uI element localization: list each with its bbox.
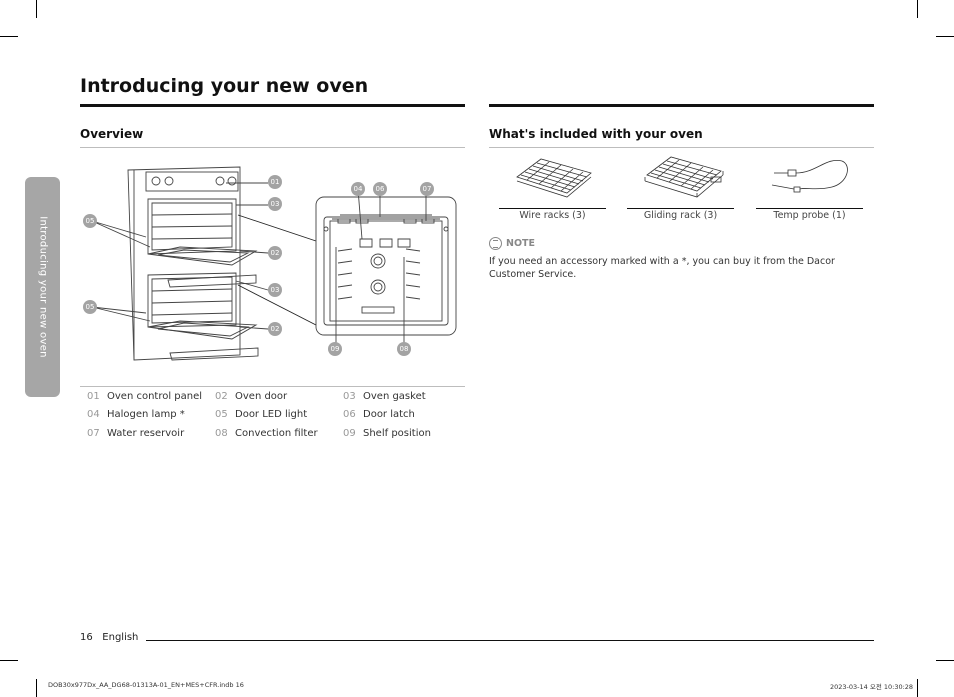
part-label: Halogen lamp * bbox=[107, 409, 185, 421]
part-label: Convection filter bbox=[235, 427, 318, 439]
callout-04 bbox=[351, 182, 365, 196]
side-tab-label: Introducing your new oven bbox=[37, 216, 48, 358]
accessory-rule bbox=[499, 208, 606, 209]
accessory-rule bbox=[627, 208, 734, 209]
note-icon bbox=[489, 237, 502, 250]
callout-label: 03 bbox=[271, 286, 280, 294]
chapter-side-tab[interactable]: Introducing your new oven bbox=[25, 177, 60, 397]
callout-label: 03 bbox=[271, 200, 280, 208]
temp-probe-icon bbox=[771, 159, 848, 193]
part-number: 01 bbox=[87, 390, 100, 402]
footer-language: English bbox=[102, 632, 139, 643]
callout-07 bbox=[420, 182, 434, 196]
part-label: Oven door bbox=[235, 390, 288, 402]
crop-mark bbox=[936, 36, 954, 37]
wire-rack-icon bbox=[516, 158, 592, 198]
part-number: 06 bbox=[343, 409, 356, 421]
part-number: 05 bbox=[215, 409, 228, 421]
callout-label: 01 bbox=[271, 178, 280, 186]
crop-mark bbox=[0, 36, 18, 37]
crop-mark bbox=[36, 0, 37, 18]
overview-heading: Overview bbox=[80, 127, 144, 141]
crop-mark bbox=[0, 660, 18, 661]
gliding-rack-label: Gliding rack (3) bbox=[643, 210, 718, 221]
parts-legend: 01 Oven control panel 02 Oven door 03 Oven … bbox=[80, 386, 465, 443]
included-heading: What's included with your oven bbox=[489, 127, 703, 141]
callout-label: 09 bbox=[331, 345, 340, 353]
callout-label: 06 bbox=[376, 185, 385, 193]
callout-05 bbox=[83, 300, 97, 314]
page-footer: 16 English bbox=[80, 632, 138, 643]
part-label: Oven gasket bbox=[363, 390, 426, 402]
wire-racks-label: Wire racks (3) bbox=[519, 210, 586, 221]
accessory-rule bbox=[756, 208, 863, 209]
legend-row: 07 Water reservoir 08 Convection filter 09… bbox=[80, 424, 465, 443]
title-rule-left bbox=[80, 104, 465, 107]
crop-mark bbox=[36, 679, 37, 697]
part-label: Water reservoir bbox=[107, 427, 185, 439]
gliding-rack-icon bbox=[644, 156, 724, 198]
callout-01 bbox=[268, 175, 282, 189]
part-label: Oven control panel bbox=[107, 390, 203, 402]
callout-05 bbox=[83, 214, 97, 228]
page-title: Introducing your new oven bbox=[80, 75, 369, 97]
part-label: Door LED light bbox=[235, 409, 308, 421]
callout-09 bbox=[328, 342, 342, 356]
part-number: 03 bbox=[343, 390, 356, 402]
callout-label: 05 bbox=[86, 303, 95, 311]
callout-03 bbox=[268, 197, 282, 211]
part-label: Shelf position bbox=[363, 427, 431, 439]
footer-rule bbox=[146, 640, 874, 641]
callout-label: 08 bbox=[400, 345, 409, 353]
callout-label: 04 bbox=[354, 185, 363, 193]
callout-label: 05 bbox=[86, 217, 95, 225]
callout-02 bbox=[268, 246, 282, 260]
callout-02 bbox=[268, 322, 282, 336]
part-label: Door latch bbox=[363, 409, 415, 421]
included-rule bbox=[489, 147, 874, 148]
oven-diagram: 01 03 02 03 02 05 05 04 06 07 09 08 bbox=[83, 166, 457, 361]
overview-rule bbox=[80, 147, 465, 148]
callout-03 bbox=[268, 283, 282, 297]
legend-row: 04 Halogen lamp * 05 Door LED light 06 Door… bbox=[80, 406, 465, 425]
note-heading: NOTE bbox=[489, 237, 535, 250]
title-rule-right bbox=[489, 104, 874, 107]
callout-08 bbox=[397, 342, 411, 356]
part-number: 09 bbox=[343, 427, 356, 439]
part-number: 08 bbox=[215, 427, 228, 439]
temp-probe-label: Temp probe (1) bbox=[773, 210, 846, 221]
note-text: If you need an accessory marked with a *… bbox=[489, 256, 835, 280]
part-number: 07 bbox=[87, 427, 100, 439]
page-number: 16 bbox=[80, 632, 93, 643]
callout-label: 02 bbox=[271, 325, 280, 333]
crop-mark bbox=[936, 660, 954, 661]
callout-label: 07 bbox=[423, 185, 432, 193]
note-heading-label: NOTE bbox=[506, 238, 535, 249]
callout-label: 02 bbox=[271, 249, 280, 257]
part-number: 04 bbox=[87, 409, 100, 421]
part-number: 02 bbox=[215, 390, 228, 402]
legend-row: 01 Oven control panel 02 Oven door 03 Oven … bbox=[80, 387, 465, 406]
print-info-left: DOB30x977Dx_AA_DG68-01313A-01_EN+MES+CFR… bbox=[48, 681, 244, 689]
callout-06 bbox=[373, 182, 387, 196]
crop-mark bbox=[917, 679, 918, 697]
print-info-right: 2023-03-14 오전 10:30:28 bbox=[830, 683, 914, 691]
crop-mark bbox=[917, 0, 918, 18]
